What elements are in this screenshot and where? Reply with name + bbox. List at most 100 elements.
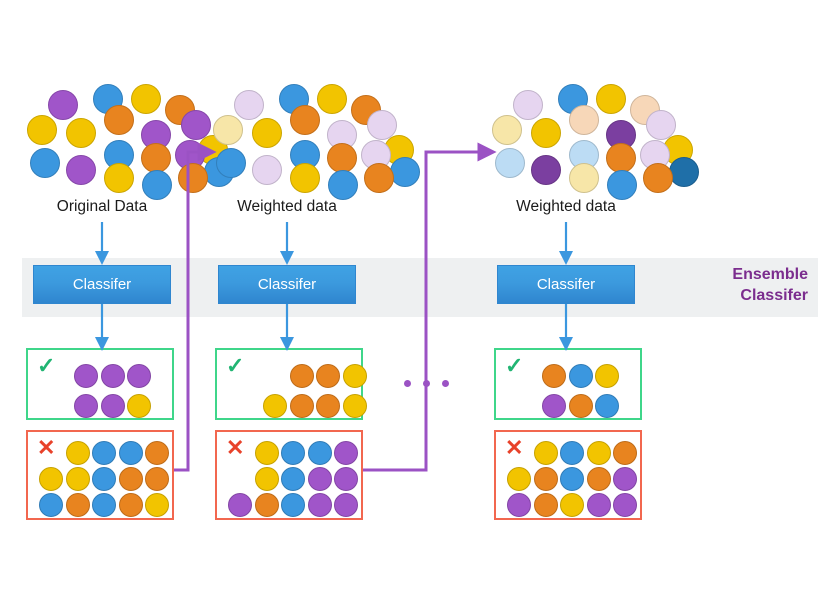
result-box-incorrect-1: ✕ bbox=[26, 430, 174, 520]
data-point bbox=[316, 394, 340, 418]
data-point bbox=[252, 155, 282, 185]
data-point bbox=[643, 163, 673, 193]
result-box-correct-2: ✓ bbox=[215, 348, 367, 420]
data-point bbox=[317, 84, 347, 114]
data-point bbox=[646, 110, 676, 140]
data-point bbox=[39, 493, 63, 517]
data-point bbox=[586, 467, 611, 491]
data-point bbox=[367, 110, 397, 140]
data-point bbox=[254, 493, 279, 517]
cluster-weighted-data-2 bbox=[465, 0, 745, 210]
data-point bbox=[507, 493, 531, 517]
ensemble-classifier-label: Ensemble Classifer bbox=[658, 264, 808, 306]
cross-icon-3: ✕ bbox=[505, 435, 524, 460]
data-point bbox=[254, 467, 279, 491]
data-point bbox=[234, 90, 264, 120]
result-box-incorrect-3: ✕ bbox=[494, 430, 642, 520]
data-point bbox=[281, 441, 305, 465]
data-point bbox=[141, 143, 171, 173]
ellipsis-indicator bbox=[404, 380, 449, 387]
data-point bbox=[586, 441, 611, 465]
data-point bbox=[254, 441, 279, 465]
data-point bbox=[92, 467, 116, 491]
data-point bbox=[213, 115, 243, 145]
data-point bbox=[48, 90, 78, 120]
data-point bbox=[92, 493, 116, 517]
data-point bbox=[92, 441, 116, 465]
check-icon-2: ✓ bbox=[226, 353, 245, 378]
data-point bbox=[316, 364, 340, 388]
data-point bbox=[342, 394, 367, 418]
cross-icon-1: ✕ bbox=[37, 435, 56, 460]
data-point bbox=[127, 394, 151, 418]
data-point bbox=[142, 170, 172, 200]
data-point bbox=[328, 170, 358, 200]
data-point bbox=[560, 441, 584, 465]
caption-weighted-data-1: Weighted data bbox=[237, 198, 337, 215]
data-point bbox=[492, 115, 522, 145]
data-point bbox=[531, 155, 561, 185]
data-point bbox=[290, 105, 320, 135]
data-point bbox=[606, 143, 636, 173]
data-point bbox=[216, 148, 246, 178]
data-point bbox=[131, 84, 161, 114]
data-point bbox=[39, 467, 63, 491]
data-point bbox=[145, 493, 169, 517]
classifier-label-2: Classifer bbox=[257, 276, 317, 293]
data-point bbox=[595, 394, 619, 418]
data-point bbox=[74, 364, 98, 388]
data-point bbox=[281, 493, 305, 517]
check-icon-3: ✓ bbox=[505, 353, 524, 378]
cross-icon-2: ✕ bbox=[226, 435, 245, 460]
ellipsis-dot bbox=[404, 380, 411, 387]
data-point bbox=[533, 493, 558, 517]
data-point bbox=[595, 364, 619, 388]
caption-weighted-data-2: Weighted data bbox=[516, 198, 616, 215]
data-point bbox=[607, 170, 637, 200]
data-point bbox=[334, 493, 358, 517]
data-point bbox=[533, 441, 558, 465]
data-point bbox=[281, 467, 305, 491]
data-point bbox=[307, 441, 332, 465]
data-point bbox=[30, 148, 60, 178]
data-point bbox=[569, 163, 599, 193]
data-point bbox=[118, 467, 143, 491]
data-point bbox=[104, 105, 134, 135]
data-point bbox=[568, 394, 593, 418]
ensemble-line-1: Ensemble bbox=[732, 266, 808, 283]
data-point bbox=[342, 364, 367, 388]
data-point bbox=[118, 493, 143, 517]
data-point bbox=[542, 394, 566, 418]
data-point bbox=[596, 84, 626, 114]
data-point bbox=[669, 157, 699, 187]
data-point bbox=[307, 467, 332, 491]
result-box-correct-1: ✓ bbox=[26, 348, 174, 420]
data-point bbox=[613, 467, 637, 491]
data-point bbox=[560, 493, 584, 517]
data-point bbox=[613, 441, 637, 465]
classifier-box-3[interactable]: Classifer bbox=[497, 265, 635, 304]
data-point bbox=[569, 105, 599, 135]
data-point bbox=[66, 155, 96, 185]
data-point bbox=[263, 394, 287, 418]
data-point bbox=[289, 394, 314, 418]
data-point bbox=[74, 394, 98, 418]
data-point bbox=[100, 394, 125, 418]
data-point bbox=[145, 467, 169, 491]
data-point bbox=[364, 163, 394, 193]
classifier-box-1[interactable]: Classifer bbox=[33, 265, 171, 304]
data-point bbox=[327, 143, 357, 173]
data-point bbox=[145, 441, 169, 465]
data-point bbox=[118, 441, 143, 465]
classifier-label-3: Classifer bbox=[536, 276, 596, 293]
data-point bbox=[307, 493, 332, 517]
data-point bbox=[65, 493, 90, 517]
data-point bbox=[127, 364, 151, 388]
data-point bbox=[542, 364, 566, 388]
ellipsis-dot bbox=[442, 380, 449, 387]
data-point bbox=[290, 163, 320, 193]
data-point bbox=[100, 364, 125, 388]
ensemble-line-2: Classifer bbox=[740, 287, 808, 304]
classifier-box-2[interactable]: Classifer bbox=[218, 265, 356, 304]
